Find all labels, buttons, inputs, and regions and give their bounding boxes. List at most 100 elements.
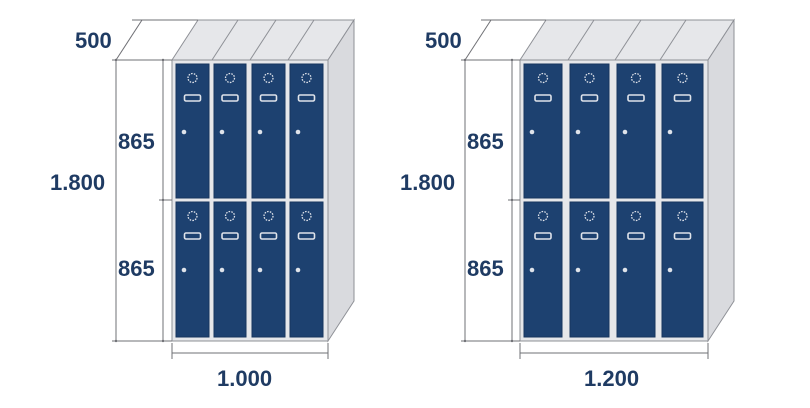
dial-icon — [187, 72, 198, 84]
locker-door — [523, 201, 563, 338]
handle-icon — [673, 94, 692, 102]
keyhole-icon — [257, 129, 263, 135]
handle-icon — [673, 232, 692, 240]
dimension-tick — [510, 198, 514, 202]
keyhole-icon — [575, 129, 581, 135]
handle-icon — [627, 232, 645, 240]
dial-icon — [630, 72, 642, 84]
cabinet-top — [519, 19, 735, 61]
door-panel — [251, 201, 286, 338]
dimension-tick — [463, 339, 467, 343]
handle-icon — [183, 94, 202, 102]
locker-unit-1200 — [461, 18, 735, 359]
depth-dimension-line — [464, 19, 492, 61]
upper-door-height-label: 865 — [118, 129, 155, 154]
keyhole-icon — [529, 267, 535, 273]
depth-label: 500 — [75, 28, 112, 53]
handle-icon — [297, 232, 316, 240]
handle-icon — [534, 232, 552, 240]
locker-door — [616, 201, 656, 338]
locker-door — [569, 63, 610, 199]
handle-icon — [580, 232, 599, 240]
door-panel — [175, 63, 210, 199]
keyhole-icon — [575, 267, 581, 273]
door-panel — [213, 201, 247, 338]
keyhole-icon — [667, 267, 673, 273]
locker-door — [289, 63, 324, 199]
upper-door-height-label: 865 — [467, 129, 504, 154]
keyhole-icon — [219, 129, 225, 135]
door-panel — [289, 201, 324, 338]
lower-door-height-label: 865 — [467, 256, 504, 281]
locker-door — [523, 63, 563, 199]
keyhole-icon — [622, 267, 628, 273]
handle-icon — [534, 94, 552, 102]
keyhole-icon — [181, 267, 187, 273]
height-label: 1.800 — [400, 170, 456, 195]
door-panel — [289, 63, 324, 199]
dimension-tick — [161, 198, 165, 202]
locker-door — [616, 63, 656, 199]
keyhole-icon — [257, 267, 263, 273]
dial-icon — [263, 210, 274, 222]
handle-icon — [183, 232, 202, 240]
width-label: 1.200 — [584, 366, 640, 391]
locker-unit-1000 — [112, 18, 355, 359]
dial-icon — [301, 72, 312, 84]
door-panel — [616, 201, 656, 338]
keyhole-icon — [622, 129, 628, 135]
dial-icon — [263, 72, 274, 84]
keyhole-icon — [529, 129, 535, 135]
top-divider — [659, 19, 687, 61]
door-panel — [523, 201, 563, 338]
door-panel — [523, 63, 563, 199]
keyhole-icon — [219, 267, 225, 273]
locker-door — [661, 63, 704, 199]
dimension-tick — [114, 339, 118, 343]
handle-icon — [221, 94, 239, 102]
dial-icon — [584, 72, 595, 84]
locker-door — [661, 201, 704, 338]
door-panel — [213, 63, 247, 199]
handle-icon — [627, 94, 645, 102]
dimension-tick — [510, 58, 514, 62]
locker-door — [251, 63, 286, 199]
depth-label: 500 — [425, 28, 462, 53]
door-panel — [251, 63, 286, 199]
keyhole-icon — [667, 129, 673, 135]
dial-icon — [630, 210, 642, 222]
height-label: 1.800 — [50, 170, 106, 195]
dimension-tick — [161, 58, 165, 62]
locker-door — [251, 201, 286, 338]
handle-icon — [297, 94, 316, 102]
keyhole-icon — [295, 267, 301, 273]
top-divider — [249, 19, 277, 61]
dial-icon — [537, 210, 549, 222]
keyhole-icon — [181, 129, 187, 135]
dimension-tick — [463, 58, 467, 62]
top-divider — [211, 19, 239, 61]
door-panel — [175, 201, 210, 338]
width-label: 1.000 — [217, 366, 273, 391]
keyhole-icon — [295, 129, 301, 135]
locker-door — [213, 201, 247, 338]
locker-door — [213, 63, 247, 199]
dial-icon — [301, 210, 312, 222]
cabinet-side — [707, 18, 735, 343]
top-divider — [567, 19, 595, 61]
cabinet-side — [327, 18, 355, 343]
dial-icon — [187, 210, 198, 222]
dimension-tick — [114, 58, 118, 62]
locker-door — [289, 201, 324, 338]
dial-icon — [224, 210, 236, 222]
lower-door-height-label: 865 — [118, 256, 155, 281]
handle-icon — [259, 94, 278, 102]
dial-icon — [584, 210, 595, 222]
dimension-tick — [161, 339, 165, 343]
locker-door — [175, 63, 210, 199]
dial-icon — [224, 72, 236, 84]
dial-icon — [537, 72, 549, 84]
depth-dimension-line — [115, 19, 143, 61]
dial-icon — [677, 72, 688, 84]
